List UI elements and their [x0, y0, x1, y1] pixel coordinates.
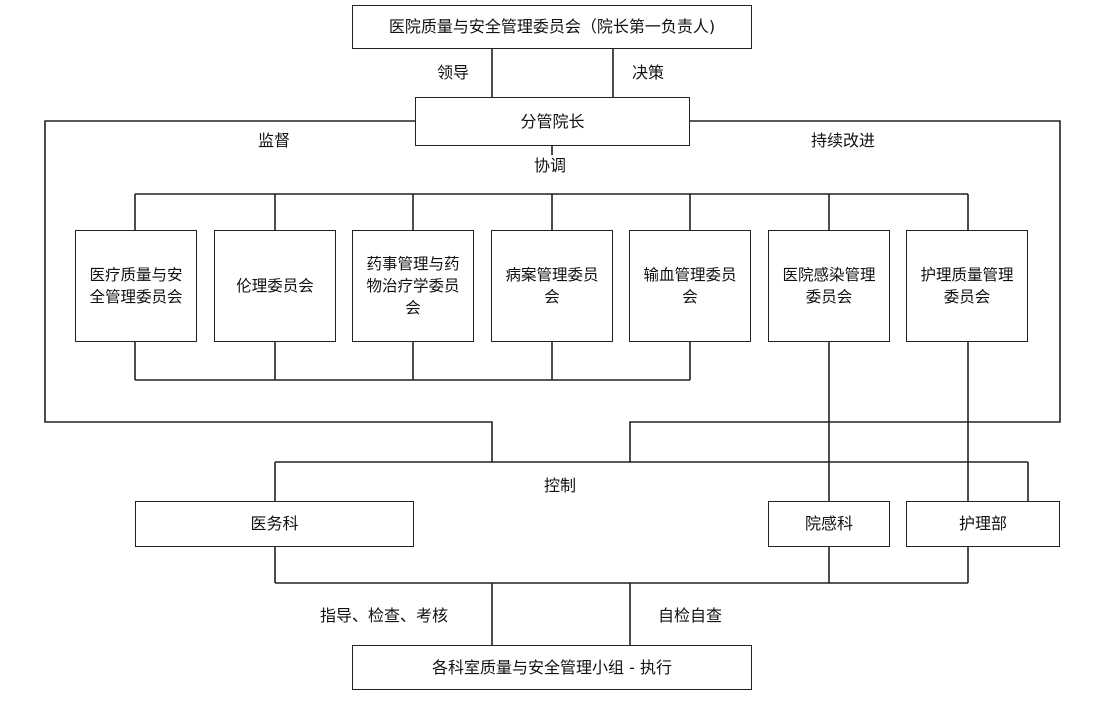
committee-pharmacy-label: 药事管理与药物治疗学委员会	[366, 255, 460, 317]
committee-medical-records: 病案管理委员会	[491, 230, 613, 342]
hospital-quality-committee-box: 医院质量与安全管理委员会（院长第一负责人)	[352, 5, 752, 49]
department-groups-box: 各科室质量与安全管理小组 - 执行	[352, 645, 752, 690]
hospital-quality-committee-label: 医院质量与安全管理委员会（院长第一负责人)	[388, 17, 716, 36]
committee-infection-control-label: 医院感染管理委员会	[782, 266, 876, 306]
control-label: 控制	[544, 476, 577, 495]
supervise-label: 监督	[258, 131, 291, 150]
committee-nursing-quality: 护理质量管理委员会	[906, 230, 1028, 342]
lead-label: 领导	[437, 63, 470, 82]
department-groups-label: 各科室质量与安全管理小组 - 执行	[432, 657, 672, 677]
vice-president-box: 分管院长	[415, 97, 690, 146]
committee-medical-quality: 医疗质量与安全管理委员会	[75, 230, 197, 342]
committee-ethics: 伦理委员会	[214, 230, 336, 342]
self-check-label: 自检自查	[658, 606, 723, 625]
guide-label: 指导、检查、考核	[320, 606, 449, 625]
committee-blood-transfusion-label: 输血管理委员会	[643, 266, 737, 306]
improve-label: 持续改进	[811, 131, 876, 150]
vice-president-label: 分管院长	[520, 111, 585, 131]
committee-medical-records-label: 病案管理委员会	[505, 266, 599, 306]
nursing-dept-box: 护理部	[906, 501, 1060, 547]
infection-control-dept-box: 院感科	[768, 501, 890, 547]
coordinate-label: 协调	[534, 156, 567, 175]
medical-affairs-box: 医务科	[135, 501, 414, 547]
committee-medical-quality-label: 医疗质量与安全管理委员会	[89, 266, 183, 306]
infection-control-dept-label: 院感科	[804, 514, 853, 533]
medical-affairs-label: 医务科	[250, 514, 299, 533]
committee-pharmacy: 药事管理与药物治疗学委员会	[352, 230, 474, 342]
committee-ethics-label: 伦理委员会	[236, 277, 314, 295]
committee-nursing-quality-label: 护理质量管理委员会	[920, 266, 1014, 306]
committee-infection-control: 医院感染管理委员会	[768, 230, 890, 342]
committee-blood-transfusion: 输血管理委员会	[629, 230, 751, 342]
decide-label: 决策	[632, 63, 665, 82]
nursing-dept-label: 护理部	[958, 514, 1007, 533]
